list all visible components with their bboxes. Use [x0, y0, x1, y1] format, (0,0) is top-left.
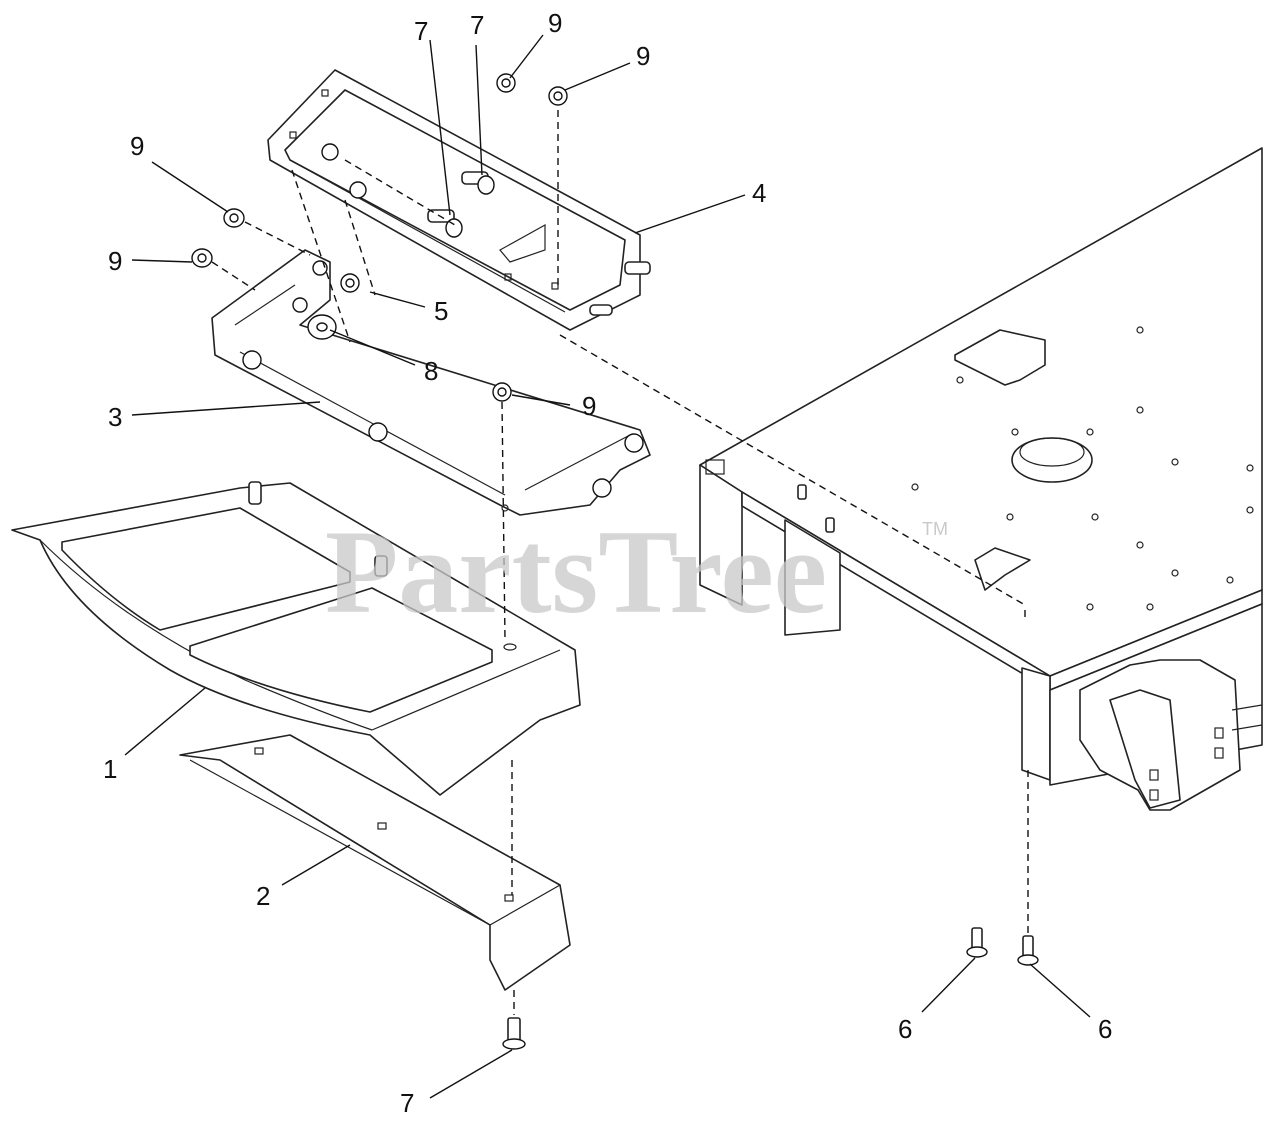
trademark-mark: TM — [922, 519, 948, 539]
part-2-lower-shield — [179, 734, 571, 991]
watermark: PartsTree TM — [325, 505, 948, 638]
callout-6-right: 6 — [1098, 1014, 1112, 1044]
callout-5: 5 — [434, 296, 448, 326]
nut-hardware — [191, 73, 568, 402]
callout-7-pin-right: 7 — [470, 10, 484, 40]
callout-7-bolt: 7 — [400, 1088, 414, 1118]
watermark-text: PartsTree — [325, 505, 827, 638]
mower-chassis — [699, 147, 1263, 811]
callout-8: 8 — [424, 356, 438, 386]
callout-9-left-upper: 9 — [130, 131, 144, 161]
callout-4: 4 — [752, 178, 766, 208]
part-4-rear-bracket — [267, 69, 651, 331]
callout-9-left-lower: 9 — [108, 246, 122, 276]
callout-6-left: 6 — [898, 1014, 912, 1044]
part-1-foot-platform — [11, 481, 581, 796]
callout-2: 2 — [256, 881, 270, 911]
callout-9-middle: 9 — [582, 391, 596, 421]
bolt-hardware — [502, 927, 1039, 1050]
washer-hardware — [307, 273, 360, 340]
callout-7-pin-left: 7 — [414, 16, 428, 46]
assembly-lines — [211, 110, 1029, 1015]
leader-lines — [124, 34, 1091, 1099]
callout-9-top-right: 9 — [636, 41, 650, 71]
callout-9-top-left: 9 — [548, 8, 562, 38]
callout-3: 3 — [108, 402, 122, 432]
part-3-mount-bracket — [211, 249, 651, 516]
callout-1: 1 — [103, 754, 117, 784]
callout-labels: 1 2 3 4 5 6 6 7 7 7 8 9 9 9 9 9 — [103, 8, 1112, 1118]
